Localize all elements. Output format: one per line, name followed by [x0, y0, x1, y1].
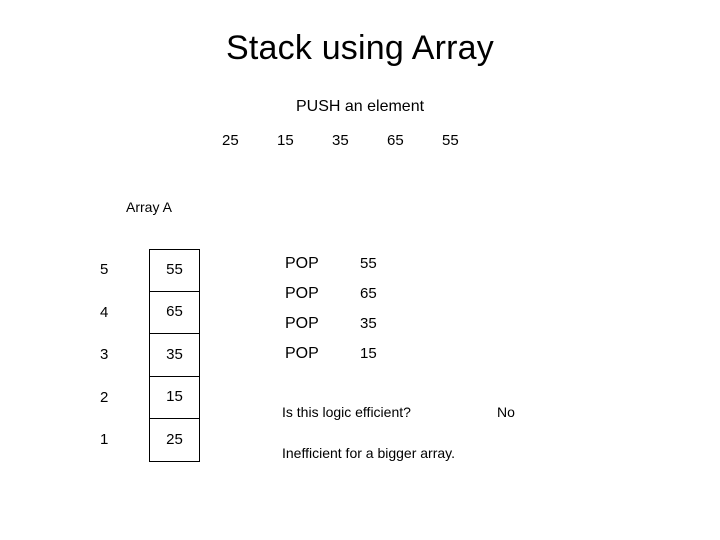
array-row: 4 65 — [100, 291, 200, 334]
pop-value: 35 — [360, 315, 377, 332]
array-diagram: 5 55 4 65 3 35 2 15 1 25 — [100, 249, 200, 462]
efficiency-answer: No — [497, 404, 515, 420]
efficiency-conclusion: Inefficient for a bigger array. — [282, 445, 456, 461]
array-row: 1 25 — [100, 419, 200, 462]
pop-value: 65 — [360, 285, 377, 302]
pop-operations-list: POP 55 POP 65 POP 35 POP 15 — [285, 253, 377, 373]
array-index: 2 — [100, 388, 109, 406]
push-value: 25 — [222, 132, 239, 149]
array-label: Array A — [126, 199, 172, 215]
array-index: 4 — [100, 303, 109, 321]
pop-operation-label: POP — [285, 255, 319, 272]
pop-row: POP 55 — [285, 253, 377, 283]
pop-operation-label: POP — [285, 315, 319, 332]
array-index: 1 — [100, 431, 109, 449]
push-value: 15 — [277, 132, 294, 149]
push-value: 55 — [442, 132, 459, 149]
push-values-row: 25 15 35 65 55 — [222, 131, 497, 151]
pop-operation-label: POP — [285, 285, 319, 302]
array-cell: 15 — [149, 376, 200, 419]
array-cell: 55 — [149, 249, 200, 292]
array-cell: 65 — [149, 291, 200, 334]
array-cell: 25 — [149, 419, 200, 462]
array-row: 2 15 — [100, 376, 200, 419]
array-row: 3 35 — [100, 334, 200, 377]
array-cell: 35 — [149, 334, 200, 377]
pop-value: 55 — [360, 255, 377, 272]
push-section-label: PUSH an element — [295, 98, 425, 115]
array-index: 3 — [100, 346, 109, 364]
pop-value: 15 — [360, 345, 377, 362]
efficiency-question: Is this logic efficient? — [282, 404, 411, 420]
push-value: 65 — [387, 132, 404, 149]
array-index: 5 — [100, 261, 109, 279]
pop-row: POP 65 — [285, 283, 377, 313]
push-value: 35 — [332, 132, 349, 149]
array-row: 5 55 — [100, 249, 200, 292]
pop-row: POP 35 — [285, 313, 377, 343]
pop-row: POP 15 — [285, 343, 377, 373]
page-title: Stack using Array — [226, 29, 494, 67]
pop-operation-label: POP — [285, 345, 319, 362]
